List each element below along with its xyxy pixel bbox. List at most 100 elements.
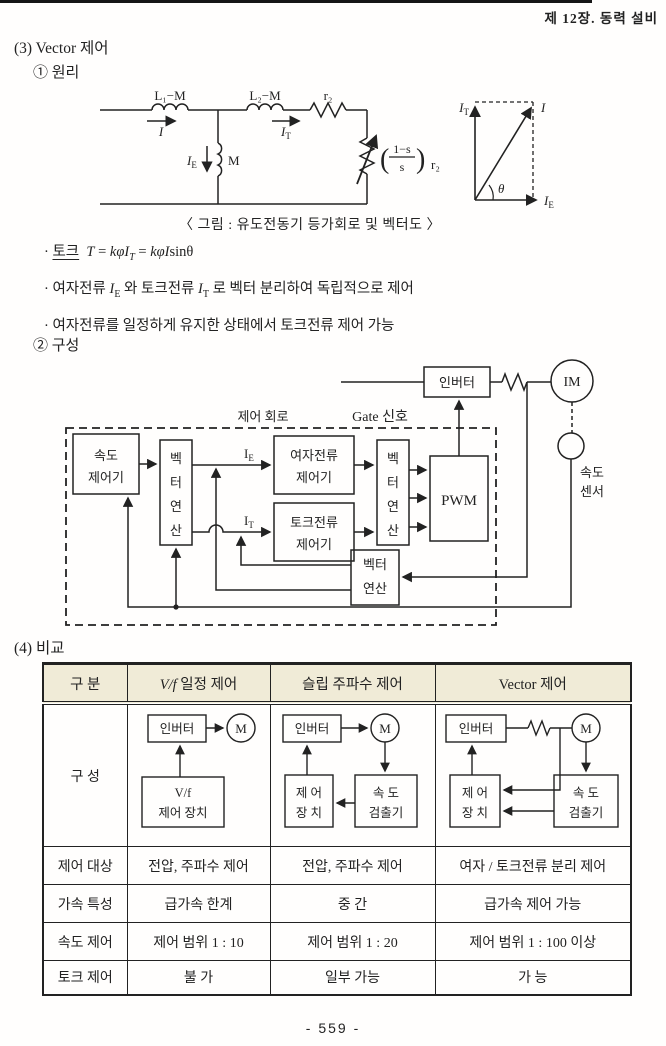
inductor-M — [216, 142, 223, 177]
cell: 중 간 — [269, 884, 436, 923]
cell: 전압, 주파수 제어 — [126, 846, 271, 885]
speed-controller-box — [72, 433, 140, 495]
vector-diagram-figure: IT I IE θ — [458, 100, 554, 210]
excitation-controller-label-2: 제어기 — [296, 470, 332, 485]
config-diagram-vf: 인버터 M V/f 제어 장치 — [126, 702, 271, 847]
vector-control-block-diagram: 제어 회로 Gate 신호 인버터 IM 속도 센서 속도 제어기 벡 터 연 … — [65, 359, 604, 626]
paren-left: ( — [380, 144, 389, 175]
pwm-label: PWM — [441, 493, 477, 509]
variable-arrow — [356, 134, 379, 185]
label-L2-M: L₂−M — [249, 88, 281, 103]
table-header-row: 구 분 V/f 일정 제어 슬립 주파수 제어 Vector 제어 — [42, 663, 632, 705]
im-label: IM — [563, 375, 581, 390]
bullet-torque-equation: · 토크 T = kφIT = kφIsinθ — [44, 244, 194, 263]
label-IT: IT — [458, 100, 469, 117]
speed-controller-label-2: 제어기 — [88, 470, 124, 485]
cell: 제어 범위 1 : 100 이상 — [434, 922, 632, 961]
cell: 전압, 주파수 제어 — [269, 846, 436, 885]
config-diagram-slip: 인버터 M 제 어 장 치 속 도 검출기 — [269, 702, 436, 847]
vector-op1-char-3: 연 — [170, 499, 182, 514]
fraction-denominator: s — [400, 160, 405, 174]
mini-detector-box — [354, 774, 418, 828]
section-3-title: (3) Vector 제어 — [14, 40, 109, 57]
resistor-r2 — [309, 101, 347, 119]
mini-vf-device-box — [141, 776, 225, 828]
speed-sensor-circle — [557, 432, 585, 460]
mini-inverter-label: 인버터 — [458, 722, 493, 736]
cell: 제어 범위 1 : 10 — [126, 922, 271, 961]
mini-diagram-vector: 인버터 M 제 어 장 치 속 도 검출기 — [445, 713, 619, 828]
inductor-L2-M — [246, 103, 284, 111]
bullet-torque-control: · 여자전류를 일정하게 유지한 상태에서 토크전류 제어 가능 — [44, 317, 395, 334]
subsection-principle: ① 원리 — [33, 65, 80, 81]
speed-sensor-label-1: 속도 — [580, 465, 604, 480]
vector-op2-char-4: 산 — [387, 523, 399, 538]
figure1-caption: 〈 그림 : 유도전동기 등가회로 및 벡터도 〉 — [178, 218, 442, 233]
mini-current-sensor-symbol — [527, 719, 551, 737]
mini-ctrl-label-1: 제 어 — [296, 786, 322, 800]
mini-vf-label: V/f — [175, 786, 193, 800]
section-4-title: (4) 비교 — [14, 640, 65, 657]
mini-motor-label: M — [580, 721, 592, 736]
vector-op1-char-2: 터 — [170, 475, 182, 490]
feedback-to-it — [235, 535, 351, 566]
mini-diagram-slip: 인버터 M 제 어 장 치 속 도 검출기 — [282, 713, 418, 828]
mini-current-feedback — [502, 728, 561, 795]
mini-diagram-vf: 인버터 M V/f 제어 장치 — [141, 713, 256, 828]
current-sensor-symbol — [501, 371, 528, 393]
mini-device-label: 제어 장치 — [158, 806, 207, 820]
excitation-current-controller-box — [273, 435, 355, 495]
label-IT: IT — [280, 124, 291, 141]
current-feedback-line — [401, 382, 528, 583]
control-circuit-label: 제어 회로 — [237, 409, 288, 424]
paren-right: ) — [416, 144, 425, 175]
mini-ctrl-box — [449, 774, 501, 828]
equivalent-circuit-figure: L₁−M L₂−M r₂ I IT IE M ( 1−s s ) r₂ — [100, 88, 440, 205]
vector-operation-box-2 — [376, 439, 410, 546]
vector-op3-label-2: 연산 — [363, 581, 387, 596]
mini-inverter-label: 인버터 — [295, 722, 330, 736]
mini-ctrl-label-2: 장 치 — [296, 806, 322, 820]
ie-signal-label: IE — [244, 446, 254, 463]
label-IE: IE — [543, 193, 554, 210]
row-label: 토크 제어 — [42, 960, 128, 995]
control-circuit-dashed-boundary — [65, 427, 497, 626]
cell: 가 능 — [434, 960, 632, 995]
subsection-composition: ② 구성 — [33, 338, 80, 354]
row-label-configuration: 구 성 — [42, 702, 128, 847]
label-I: I — [158, 124, 164, 139]
torque-controller-label-2: 제어기 — [296, 537, 332, 552]
fraction-numerator: 1−s — [393, 142, 411, 156]
cell: 불 가 — [126, 960, 271, 995]
label-theta: θ — [498, 181, 505, 196]
label-r2: r₂ — [324, 88, 333, 103]
label-r2-right: r₂ — [431, 157, 440, 172]
mini-detector-box — [553, 774, 619, 828]
feedback-to-ie — [210, 467, 351, 591]
row-label: 제어 대상 — [42, 846, 128, 885]
mini-motor-circle — [226, 713, 256, 743]
page-top-rule — [0, 0, 592, 3]
table-row-control-target: 제어 대상 전압, 주파수 제어 전압, 주파수 제어 여자 / 토크전류 분리… — [42, 846, 632, 885]
torque-current-controller-box — [273, 502, 355, 562]
vector-op2-char-1: 벡 — [387, 451, 399, 466]
cell: 여자 / 토크전류 분리 제어 — [434, 846, 632, 885]
mini-detector-label-2: 검출기 — [369, 806, 404, 820]
table-row-torque-control: 토크 제어 불 가 일부 가능 가 능 — [42, 960, 632, 995]
config-diagram-vector: 인버터 M 제 어 장 치 속 도 검출기 — [434, 702, 632, 847]
variable-resistor — [358, 137, 376, 175]
cell: 일부 가능 — [269, 960, 436, 995]
chapter-header: 제 12장. 동력 설비 — [544, 11, 658, 26]
bullet-vector-separation: · 여자전류 IE 와 토크전류 IT 로 벡터 분리하여 독립적으로 제어 — [44, 280, 414, 300]
speed-sensor-label-2: 센서 — [580, 484, 604, 499]
theta-arc — [488, 184, 494, 201]
header-slip-control: 슬립 주파수 제어 — [269, 663, 436, 705]
label-L1-M: L₁−M — [154, 88, 186, 103]
mini-detector-label-1: 속 도 — [573, 786, 599, 800]
mini-motor-label: M — [235, 721, 247, 736]
vector-op1-char-1: 벡 — [170, 451, 182, 466]
vector-operation-box-1 — [159, 439, 193, 546]
mini-detector-label-2: 검출기 — [568, 806, 603, 820]
row-label: 속도 제어 — [42, 922, 128, 961]
